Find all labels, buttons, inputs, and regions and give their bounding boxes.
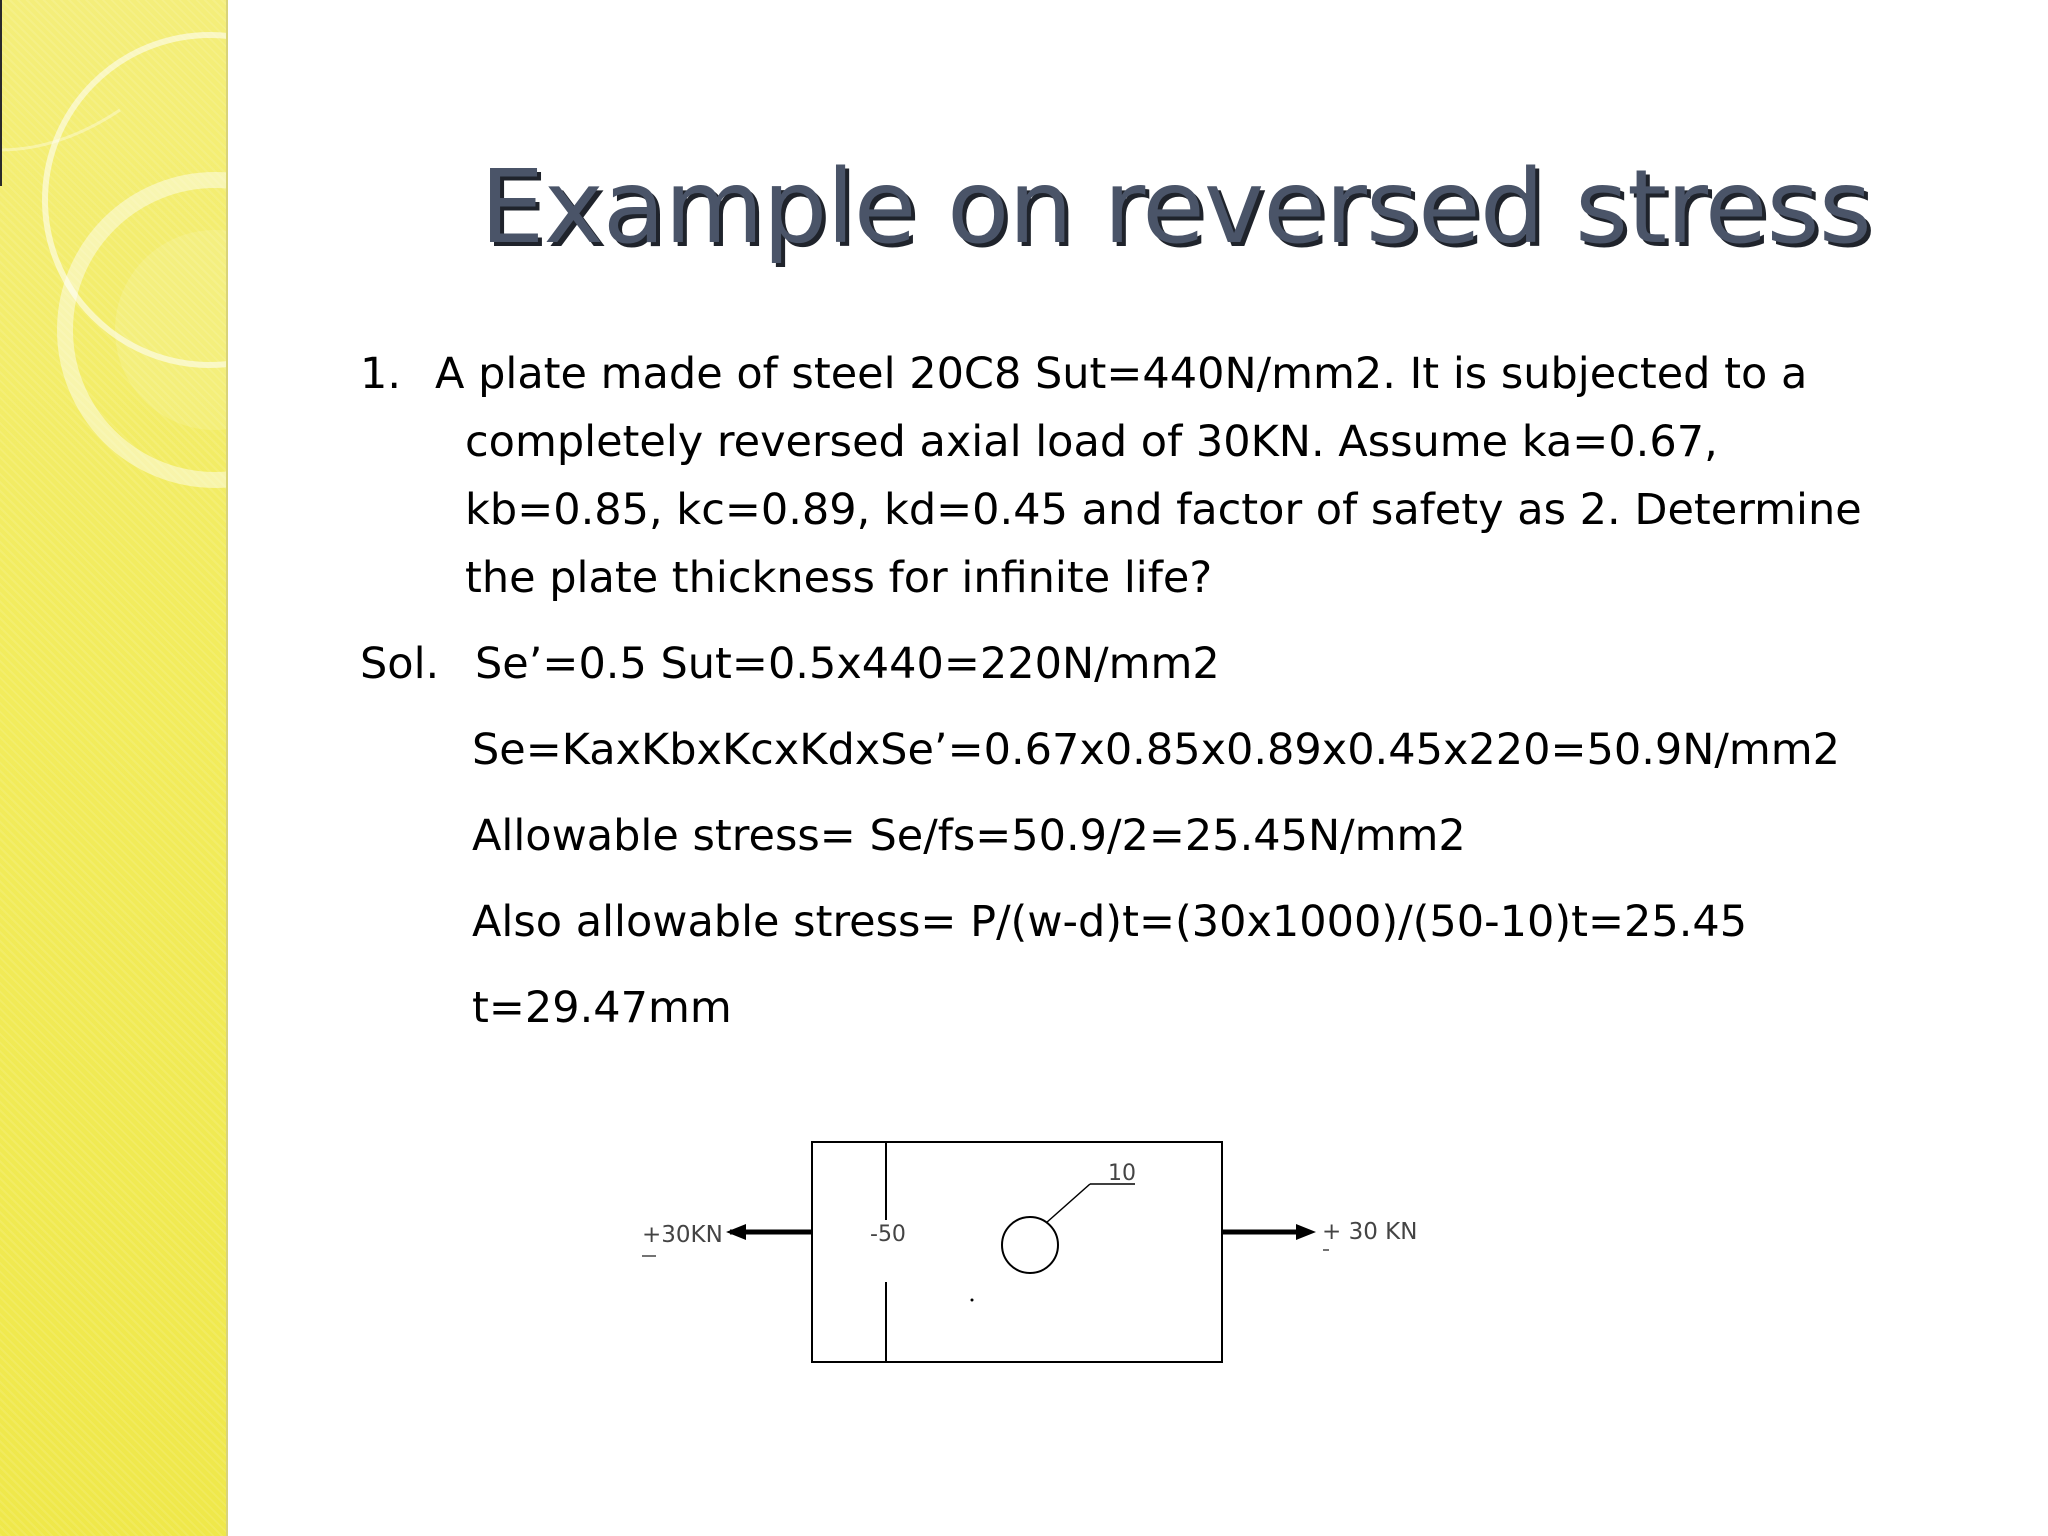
hole-label: 10	[1108, 1161, 1136, 1186]
left-load-label: +30KN	[642, 1222, 723, 1248]
problem-line-4: the plate thickness for infinite life?	[465, 553, 1213, 603]
plate-diagram: -50 10 +30KN + 30 KN	[642, 1141, 1417, 1363]
slide-title: Example on reversed stress	[480, 148, 1872, 267]
right-arrow-head	[1296, 1224, 1316, 1240]
solution-step-2: Se=KaxKbxKcxKdxSe’=0.67x0.85x0.89x0.45x2…	[472, 725, 1841, 775]
problem-line-1: A plate made of steel 20C8 Sut=440N/mm2.…	[435, 349, 1808, 399]
left-arrow-head	[726, 1224, 746, 1240]
side-band-edge	[226, 0, 228, 1536]
problem-number: 1.	[360, 349, 402, 399]
solution-step-5: t=29.47mm	[472, 983, 732, 1033]
right-load-label: + 30 KN	[1322, 1219, 1417, 1245]
plate-outline	[811, 1141, 1223, 1363]
problem-line-2: completely reversed axial load of 30KN. …	[465, 417, 1718, 467]
solution-step-4: Also allowable stress= P/(w-d)t=(30x1000…	[472, 897, 1748, 947]
side-decorative-band	[0, 0, 228, 1536]
solution-label: Sol.	[360, 639, 440, 689]
top-left-mark	[0, 0, 2, 186]
solution-step-1: Se’=0.5 Sut=0.5x440=220N/mm2	[475, 639, 1220, 689]
diagram-dot	[970, 1298, 974, 1302]
hole-leader-line	[1045, 1183, 1091, 1224]
solution-step-3: Allowable stress= Se/fs=50.9/2=25.45N/mm…	[472, 811, 1466, 861]
width-label: -50	[870, 1222, 906, 1247]
hole	[1001, 1216, 1059, 1274]
decorative-rings	[0, 32, 228, 488]
problem-line-3: kb=0.85, kc=0.89, kd=0.45 and factor of …	[465, 485, 1862, 535]
